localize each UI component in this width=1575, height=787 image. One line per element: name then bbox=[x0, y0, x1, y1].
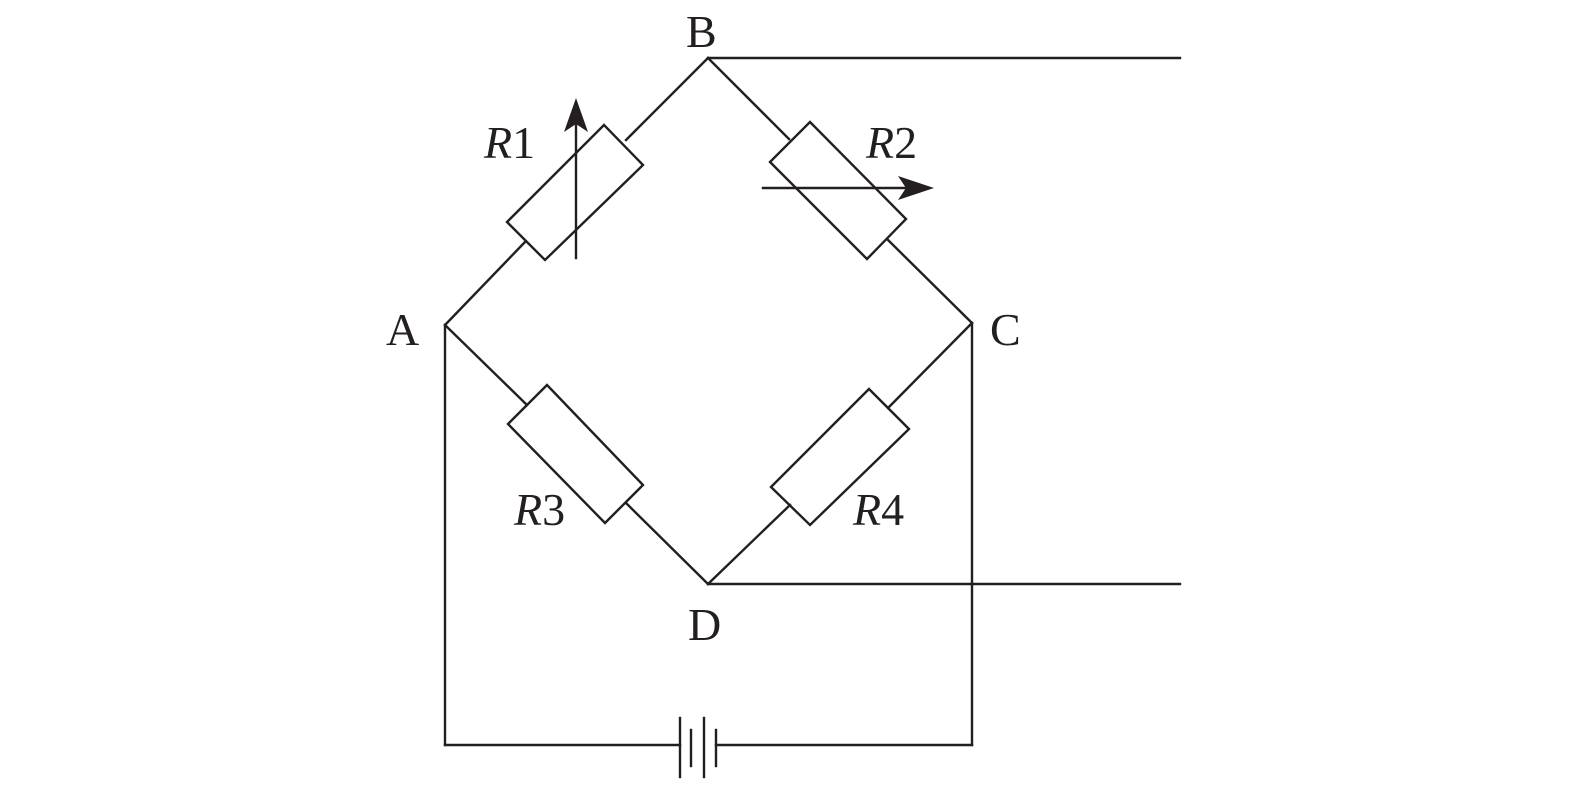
wire-r1-b bbox=[624, 56, 710, 142]
resistor-r1 bbox=[505, 123, 645, 262]
bridge-wires bbox=[443, 56, 974, 586]
resistor-r4 bbox=[769, 387, 911, 527]
resistor-r3 bbox=[506, 383, 645, 525]
node-label-d: D bbox=[688, 599, 721, 650]
resistor-label-r1: R1 bbox=[483, 117, 535, 168]
node-label-b: B bbox=[686, 6, 717, 57]
wire-r2-c bbox=[886, 238, 974, 325]
wire-r3-d bbox=[624, 501, 710, 586]
resistor-label-r3: R3 bbox=[513, 484, 565, 535]
r1-vertical-arrow-icon bbox=[564, 98, 588, 260]
r2-horizontal-arrow-icon bbox=[761, 176, 934, 200]
wire-a-r3 bbox=[443, 323, 529, 407]
resistor-r2 bbox=[768, 120, 908, 261]
wire-r4-c bbox=[886, 321, 974, 410]
output-leads bbox=[706, 56, 1182, 586]
wire-d-r4 bbox=[706, 503, 792, 586]
wire-b-r2 bbox=[706, 56, 791, 141]
wire-a-r1 bbox=[443, 240, 527, 327]
resistor-label-r2: R2 bbox=[865, 117, 917, 168]
resistor-label-r4: R4 bbox=[852, 484, 904, 535]
battery-icon bbox=[678, 716, 718, 779]
node-label-c: C bbox=[990, 304, 1021, 355]
node-label-a: A bbox=[386, 304, 419, 355]
battery-loop bbox=[443, 321, 974, 747]
